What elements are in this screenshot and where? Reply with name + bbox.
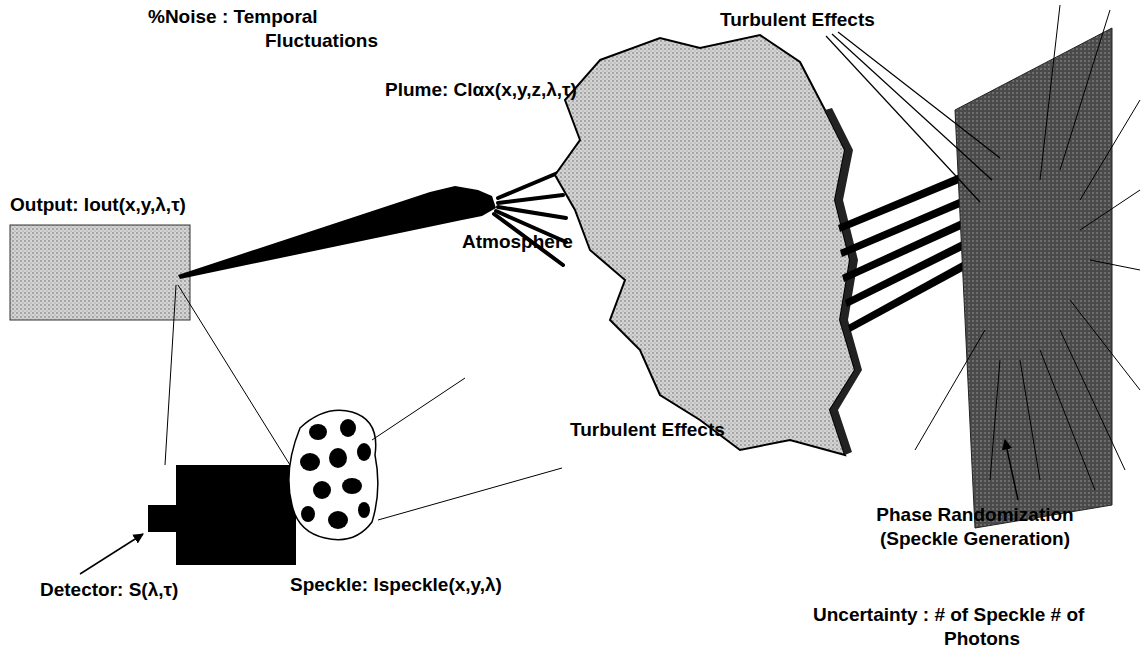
annotation-label: Uncertainty : # of Speckle # of Photons [813, 603, 1114, 651]
target-surface [955, 28, 1112, 528]
return-line [165, 285, 176, 465]
laser-beam [178, 186, 496, 279]
speckle-grains [300, 419, 371, 529]
annotation-label: Detector: S(λ,τ) [40, 578, 178, 602]
annotation-label: Output: Iout(x,y,λ,τ) [10, 193, 186, 217]
leader-line [378, 468, 562, 520]
return-line [178, 285, 290, 465]
leader-line [372, 378, 465, 440]
speckle-pattern [289, 410, 378, 539]
leader-lines [826, 32, 1000, 202]
annotation-label: Turbulent Effects [570, 418, 725, 442]
pointer-arrow [1005, 440, 1018, 500]
annotation-label: %Noise : Temporal Fluctuations [148, 5, 415, 53]
annotation-label: Phase Randomization (Speckle Generation) [860, 503, 1090, 551]
annotation-label: Atmosphere [462, 230, 573, 254]
detector-body [176, 465, 296, 565]
annotation-label: Plume: Clαx(x,y,z,λ,τ) [385, 78, 577, 102]
detector-lens [148, 505, 176, 532]
plume [555, 35, 855, 455]
pointer-arrow [80, 534, 143, 574]
plume-edge [825, 108, 862, 455]
laser-box [10, 225, 190, 320]
annotation-label: Turbulent Effects [720, 8, 875, 32]
scatter-lines [915, 5, 1140, 490]
annotation-label: Speckle: Ispeckle(x,y,λ) [290, 573, 502, 597]
